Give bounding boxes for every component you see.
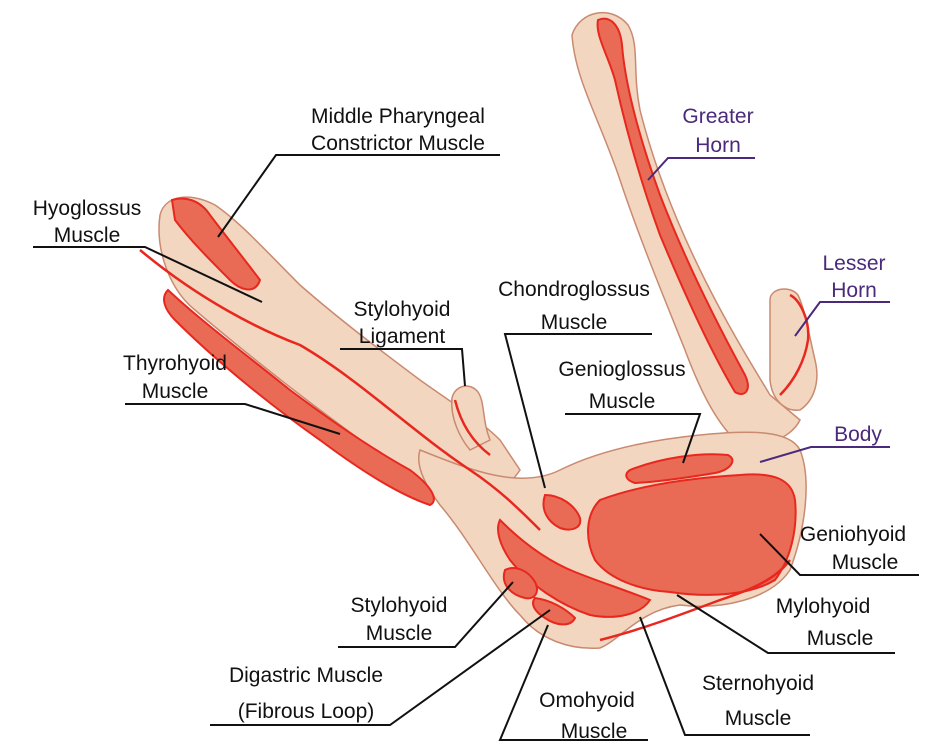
- label-middle-pharyngeal-line1: Middle Pharyngeal: [311, 105, 485, 128]
- label-hyoglossus-line2: Muscle: [54, 224, 121, 247]
- label-thyrohyoid-line1: Thyrohyoid: [123, 352, 227, 375]
- label-thyrohyoid-line2: Muscle: [142, 380, 209, 403]
- label-greater-horn-line1: Greater: [682, 105, 753, 128]
- label-omohyoid-line1: Omohyoid: [539, 689, 635, 712]
- lesser-horn-shape: [770, 289, 817, 410]
- label-omohyoid-line2: Muscle: [561, 720, 628, 743]
- label-stylohyoid-ligament-line1: Stylohyoid: [354, 298, 451, 321]
- label-geniohyoid-line1: Geniohyoid: [800, 523, 906, 546]
- label-mylohyoid-line1: Mylohyoid: [776, 595, 871, 618]
- leader-middle-pharyngeal: [218, 155, 500, 237]
- leader-greater-horn: [648, 158, 755, 180]
- label-stylohyoid-ligament-line2: Ligament: [359, 325, 446, 348]
- label-lesser-horn-line1: Lesser: [822, 252, 885, 275]
- label-greater-horn-line2: Horn: [695, 134, 741, 157]
- label-genioglossus-line1: Genioglossus: [558, 358, 685, 381]
- label-middle-pharyngeal-line2: Constrictor Muscle: [311, 132, 485, 155]
- label-digastric-line1: Digastric Muscle: [229, 664, 383, 687]
- label-geniohyoid-line2: Muscle: [832, 551, 899, 574]
- label-sternohyoid-line2: Muscle: [725, 707, 792, 730]
- label-genioglossus-line2: Muscle: [589, 390, 656, 413]
- label-stylohyoid-muscle-line2: Muscle: [366, 622, 433, 645]
- label-digastric-line2: (Fibrous Loop): [238, 700, 375, 723]
- label-hyoglossus-line1: Hyoglossus: [33, 197, 142, 220]
- label-lesser-horn-line2: Horn: [831, 279, 877, 302]
- label-stylohyoid-muscle-line1: Stylohyoid: [351, 594, 448, 617]
- label-chondroglossus-line2: Muscle: [541, 311, 608, 334]
- label-mylohyoid-line2: Muscle: [807, 627, 874, 650]
- label-sternohyoid-line1: Sternohyoid: [702, 672, 814, 695]
- greater-horn-attachment: [598, 19, 748, 394]
- label-chondroglossus-line1: Chondroglossus: [498, 278, 650, 301]
- label-body: Body: [834, 423, 882, 446]
